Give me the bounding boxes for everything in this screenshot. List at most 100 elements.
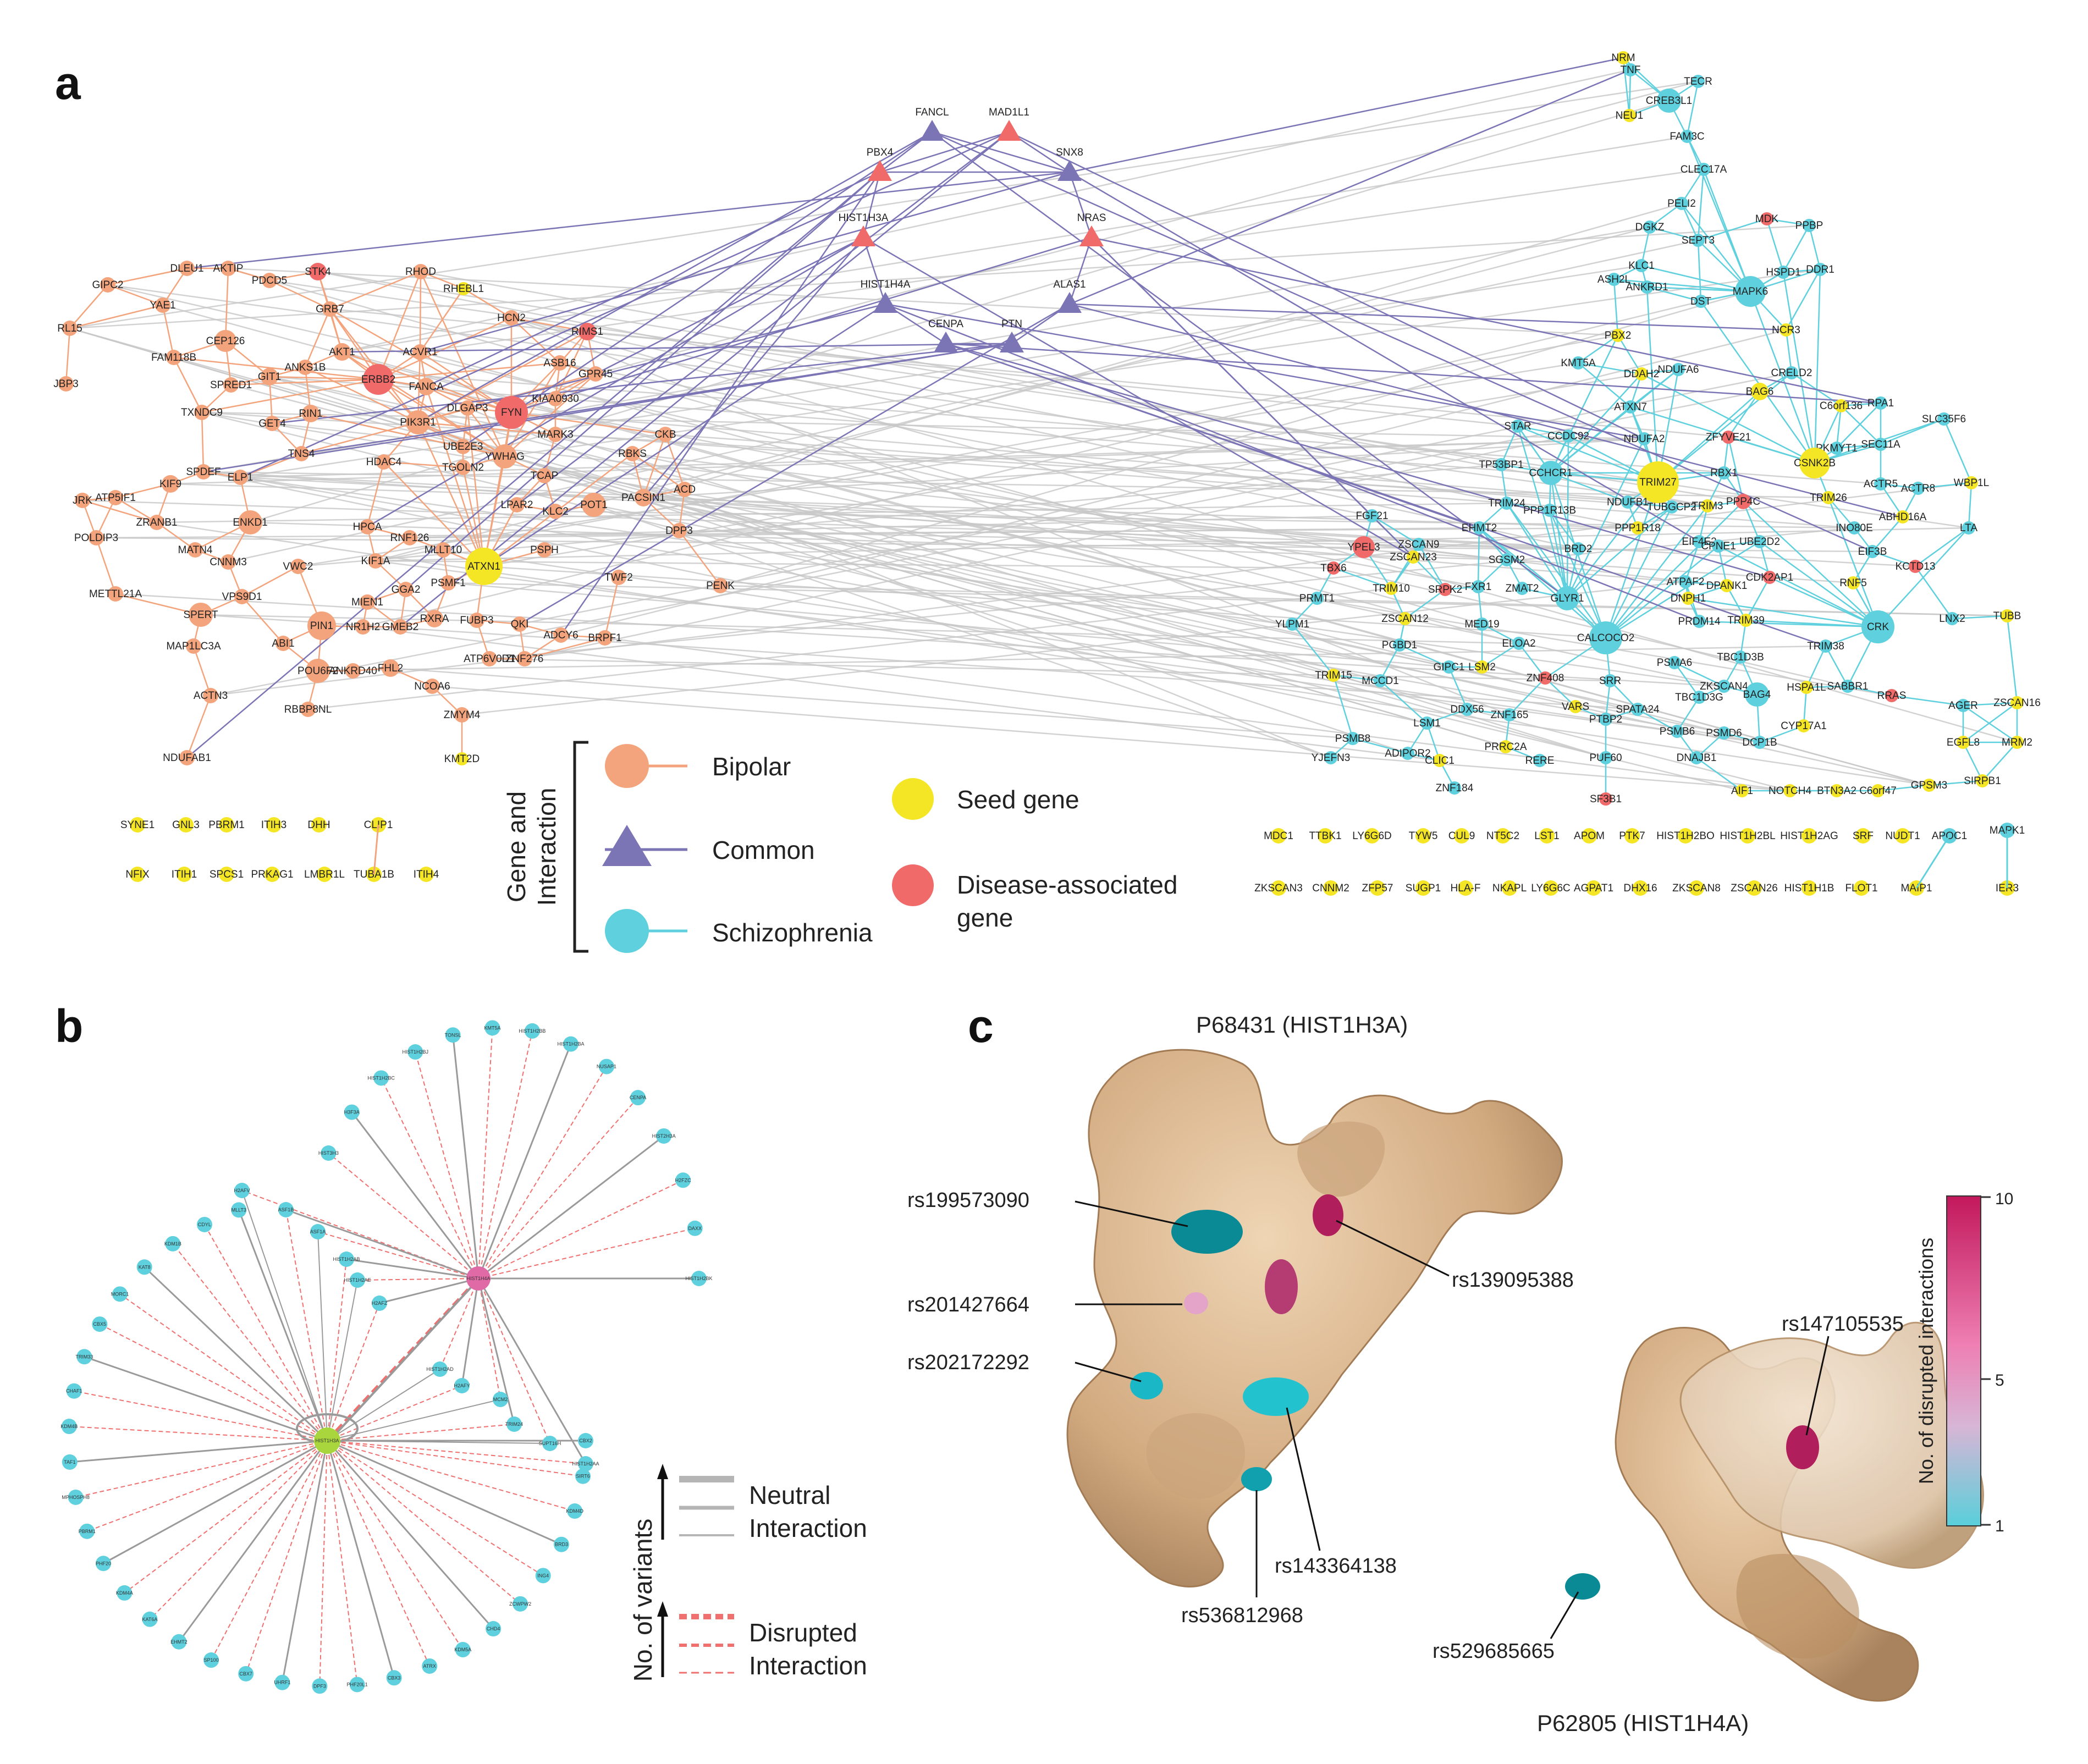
gene-node-ttbk1: TTBK1 [1309, 828, 1342, 844]
gene-node-circle [1740, 828, 1755, 844]
cross-edge [511, 317, 1510, 716]
ppi-node-circle [76, 1349, 92, 1365]
hub-edge [269, 376, 379, 381]
gene-node-circle [1624, 828, 1640, 844]
gene-node-label: NEU1 [1616, 110, 1644, 122]
gene-node-psmb6: PSMB6 [1660, 725, 1695, 738]
neutral-edge [346, 1258, 479, 1280]
ppi-node-circle [95, 1556, 111, 1572]
gene-node-gpsm3: GPSM3 [1911, 779, 1947, 792]
gene-node-label: TWF2 [604, 572, 633, 583]
gene-node-circle [333, 343, 351, 361]
gene-node-label: DDR1 [1806, 264, 1834, 275]
cluster-edge [1627, 501, 1672, 508]
gene-node-circle [418, 867, 434, 882]
panel-c-structures: P68431 (HIST1H3A) P62805 (HIST1H4A) rs19… [907, 1012, 2013, 1736]
legend-disrupted-label-1: Disrupted [749, 1618, 857, 1647]
cluster-edge [82, 499, 157, 523]
gene-node-bag4: BAG4 [1743, 682, 1771, 707]
gene-node-label: YAE1 [150, 300, 175, 311]
gene-node-circle [219, 867, 234, 882]
gene-node-ckb: CKB [654, 427, 676, 442]
gene-node-circle [1689, 880, 1704, 896]
ppi-node-label: HIST1H2BB [519, 1028, 546, 1034]
leader-rs529685665 [1550, 1591, 1579, 1639]
gene-node-label: MIEN1 [351, 597, 383, 608]
common-edge [1069, 57, 1624, 173]
gene-node-circle [1323, 880, 1338, 896]
cluster-edge [1805, 646, 1827, 688]
ppi-node-label: MORC1 [111, 1291, 129, 1297]
gene-node-trim39: TRIM39 [1727, 614, 1765, 627]
gene-node-label: PBX2 [1605, 330, 1632, 341]
gene-node-label: GIPC1 [1433, 662, 1464, 673]
gene-node-glyr1: GLYR1 [1551, 586, 1584, 610]
cluster-edge [162, 305, 175, 358]
ppi-node-circle [553, 1536, 569, 1552]
common-edge [595, 236, 864, 375]
ppi-node-sirt6: SIRT6 [575, 1468, 591, 1484]
ppi-node-label: EHMT2 [170, 1639, 188, 1645]
gene-node-label: JRK [73, 495, 92, 506]
ppi-node-circle [455, 1642, 471, 1658]
cluster-edge [1610, 680, 1638, 710]
common-edge [862, 172, 881, 238]
ppi-node-label: PBRM1 [79, 1529, 96, 1534]
gene-node-label: ELOA2 [1502, 638, 1535, 649]
neutral-edge [317, 1231, 328, 1441]
cluster-edge [1617, 335, 1643, 374]
cluster-edge [1759, 725, 1804, 743]
hub-edge [417, 421, 556, 436]
gene-node-label: PDCD5 [252, 275, 287, 286]
gene-node-label: CLIC1 [1425, 755, 1455, 767]
gene-node-circle [1866, 545, 1879, 558]
gene-node-circle [455, 460, 471, 475]
gene-node-label: ATP5IF1 [95, 492, 136, 504]
ppi-node-label: SP100 [204, 1657, 219, 1663]
ppi-node-label: ASF1B [278, 1207, 294, 1212]
gene-node-label: ITIH4 [414, 869, 439, 880]
ppi-node-label: SIRT6 [576, 1474, 590, 1479]
gene-node-aif1: AIF1 [1731, 784, 1753, 797]
gene-node-srf: SRF [1853, 828, 1874, 844]
cluster-edge [383, 461, 464, 468]
gene-node-ddx56: DDX56 [1450, 703, 1484, 716]
gene-node-label: SIRPB1 [1964, 775, 2001, 787]
gene-node-jrk: JRK [73, 493, 92, 508]
gene-node-ptk7: PTK7 [1619, 828, 1645, 844]
gene-node-circle [1543, 880, 1558, 896]
ppi-node-asf1a: ASF1A [310, 1224, 326, 1239]
gene-node-circle [1475, 660, 1489, 674]
common-edge [945, 343, 1770, 578]
common-edge [420, 171, 1070, 353]
gene-node-circle [1861, 610, 1894, 643]
ppi-node-hist1h2bk: HIST1H2BK [685, 1271, 713, 1286]
gene-node-qki: QKI [511, 616, 528, 632]
legend-seed-label: Seed gene [957, 785, 1079, 814]
gene-node-rin1: RIN1 [299, 405, 323, 422]
gene-node-dhx16: DHX16 [1623, 880, 1657, 896]
legend-a-group-label-2: Interaction [532, 788, 561, 906]
gene-node-circle [2010, 696, 2024, 709]
gene-node-circle [1516, 582, 1529, 595]
gene-node-zscan9: ZSCAN9 [1398, 538, 1439, 551]
hub-edge [1479, 527, 1606, 638]
gene-node-klc2: KLC2 [542, 504, 569, 519]
cluster-edge [1952, 615, 2008, 620]
hub-edge [1646, 286, 1659, 483]
gene-node-label: RIN1 [299, 408, 322, 420]
neutral-edge [84, 1355, 328, 1442]
cluster-edge [419, 288, 465, 352]
legend-a-bracket [573, 741, 588, 953]
ppi-node-label: H2AFZ [372, 1300, 388, 1306]
gene-node-circle [2001, 609, 2014, 622]
legend-schizo-icon [605, 909, 649, 953]
gene-node-circle [1895, 828, 1910, 844]
neutral-edge [327, 1369, 440, 1441]
cross-edge [269, 376, 1659, 483]
snp-label-rs529685665: rs529685665 [1433, 1640, 1555, 1663]
cluster-edge [511, 317, 560, 363]
common-edge [879, 131, 1010, 173]
snp-label-rs202172292: rs202172292 [907, 1351, 1029, 1374]
gene-node-label: PPP1R13B [1523, 505, 1576, 516]
